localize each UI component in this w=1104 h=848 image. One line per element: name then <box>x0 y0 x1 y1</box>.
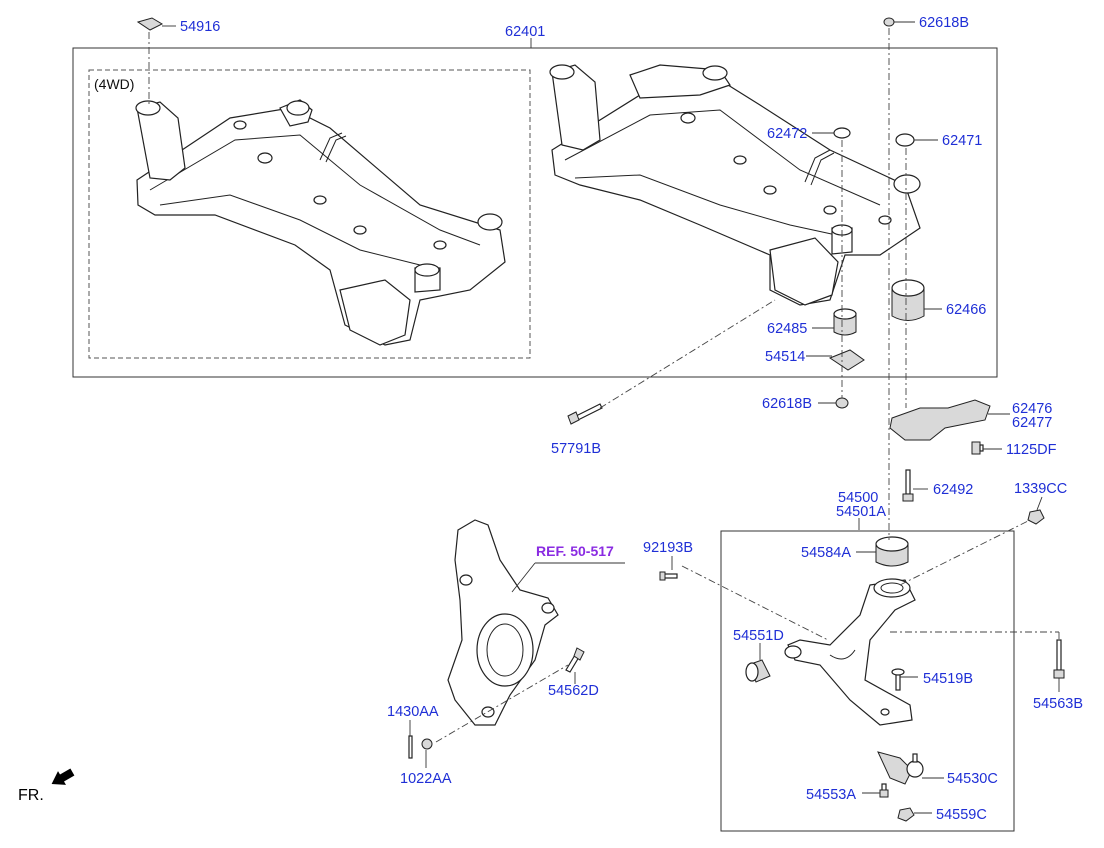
part-label-54501A[interactable]: 54501A <box>836 504 886 520</box>
reference-link[interactable]: REF. 50-517 <box>536 543 614 559</box>
subframe-drawing <box>549 64 921 306</box>
leader-lines <box>162 21 1060 814</box>
direction-label: FR. <box>18 787 44 804</box>
part-label-62485[interactable]: 62485 <box>767 321 807 337</box>
part-label-62401[interactable]: 62401 <box>505 24 545 40</box>
nut-62618B-top-icon <box>883 17 895 27</box>
part-label-54500[interactable]: 54500 <box>838 490 878 506</box>
4wd-dashed-box <box>88 69 531 359</box>
part-label-1430AA[interactable]: 1430AA <box>387 704 439 720</box>
part-label-1125DF[interactable]: 1125DF <box>1006 442 1057 458</box>
nut-1022AA-icon <box>421 738 433 750</box>
cap-54916-icon <box>136 17 164 31</box>
part-label-92193B[interactable]: 92193B <box>643 540 693 556</box>
bolt-54563B-icon <box>1053 639 1065 679</box>
part-label-54530C[interactable]: 54530C <box>947 771 998 787</box>
part-label-62466[interactable]: 62466 <box>946 302 986 318</box>
part-label-54916[interactable]: 54916 <box>180 19 220 35</box>
part-label-62476[interactable]: 62476 <box>1012 401 1052 417</box>
part-label-1339CC[interactable]: 1339CC <box>1014 481 1067 497</box>
part-label-54559C[interactable]: 54559C <box>936 807 987 823</box>
part-label-54551D[interactable]: 54551D <box>733 628 784 644</box>
bushing-54584A-icon <box>875 536 909 567</box>
bolt-92193B-icon <box>659 571 678 581</box>
bolt-54519B-icon <box>891 668 905 691</box>
part-label-62471[interactable]: 62471 <box>942 133 982 149</box>
bracket-62476-icon <box>889 399 991 441</box>
part-label-54562D[interactable]: 54562D <box>548 683 599 699</box>
bushing-62466-icon <box>891 279 925 321</box>
washer-62471-icon <box>895 133 915 147</box>
subframe-group-box <box>72 47 998 378</box>
bolt-1125DF-icon <box>971 441 984 455</box>
pin-1430AA-icon <box>408 735 413 759</box>
part-label-62618B-bottom[interactable]: 62618B <box>762 396 812 412</box>
bushing-62485-icon <box>833 308 857 336</box>
subframe-4wd-label: (4WD) <box>94 76 134 92</box>
part-label-62477[interactable]: 62477 <box>1012 415 1052 431</box>
bracket-54514-icon <box>828 349 865 371</box>
washer-62472-icon <box>833 127 851 139</box>
bushing-54551D-icon <box>745 659 771 683</box>
front-direction-arrow-icon <box>51 768 75 785</box>
part-label-54514[interactable]: 54514 <box>765 349 805 365</box>
part-label-54553A[interactable]: 54553A <box>806 787 856 803</box>
dash-dot-alignment-lines <box>148 28 1060 743</box>
lower-arm-group-box <box>720 530 1015 832</box>
nut-62618B-bottom-icon <box>835 397 849 409</box>
bolt-62492-icon <box>902 469 914 502</box>
ball-joint-54530C-icon <box>877 751 924 785</box>
subframe-4wd-drawing <box>135 99 506 346</box>
bolt-57791B-icon <box>567 403 603 425</box>
part-label-62618B-top[interactable]: 62618B <box>919 15 969 31</box>
part-label-54563B[interactable]: 54563B <box>1033 696 1083 712</box>
lower-control-arm-drawing <box>784 578 916 726</box>
bolt-54562D-icon <box>565 647 585 673</box>
part-label-54584A[interactable]: 54584A <box>801 545 851 561</box>
part-label-62492[interactable]: 62492 <box>933 482 973 498</box>
nut-54559C-icon <box>897 807 915 822</box>
nut-1339CC-icon <box>1027 509 1045 525</box>
part-label-54519B[interactable]: 54519B <box>923 671 973 687</box>
bolt-54553A-icon <box>879 783 889 798</box>
part-label-62472[interactable]: 62472 <box>767 126 807 142</box>
part-label-57791B[interactable]: 57791B <box>551 441 601 457</box>
part-label-1022AA[interactable]: 1022AA <box>400 771 452 787</box>
